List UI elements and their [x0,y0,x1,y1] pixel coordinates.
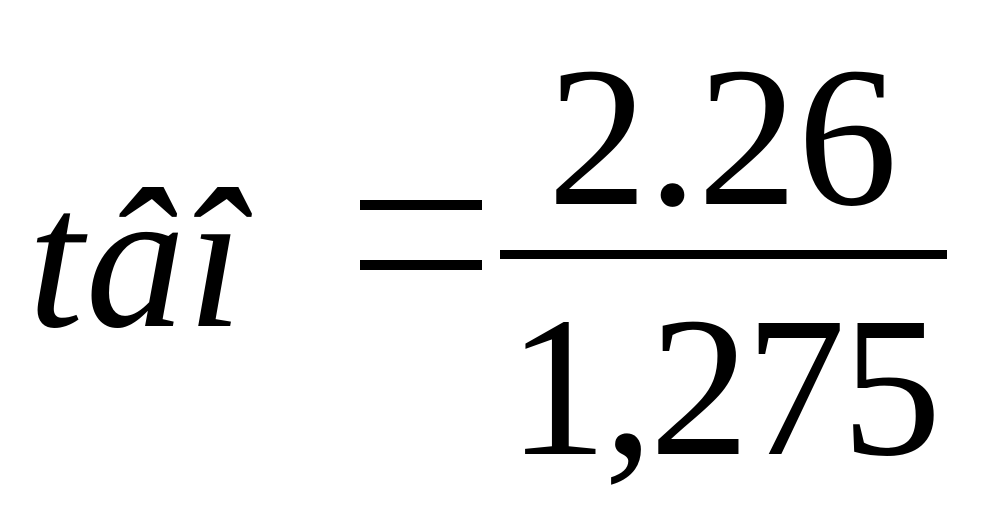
fraction-numerator: 2.26 [547,27,898,248]
equals-bar-top [360,200,482,210]
formula-lhs: tâî [28,149,246,370]
fraction-bar [500,250,947,259]
equals-bar-bottom [360,260,482,270]
equals-sign [360,200,482,272]
fraction-denominator: 1,275 [507,277,942,498]
